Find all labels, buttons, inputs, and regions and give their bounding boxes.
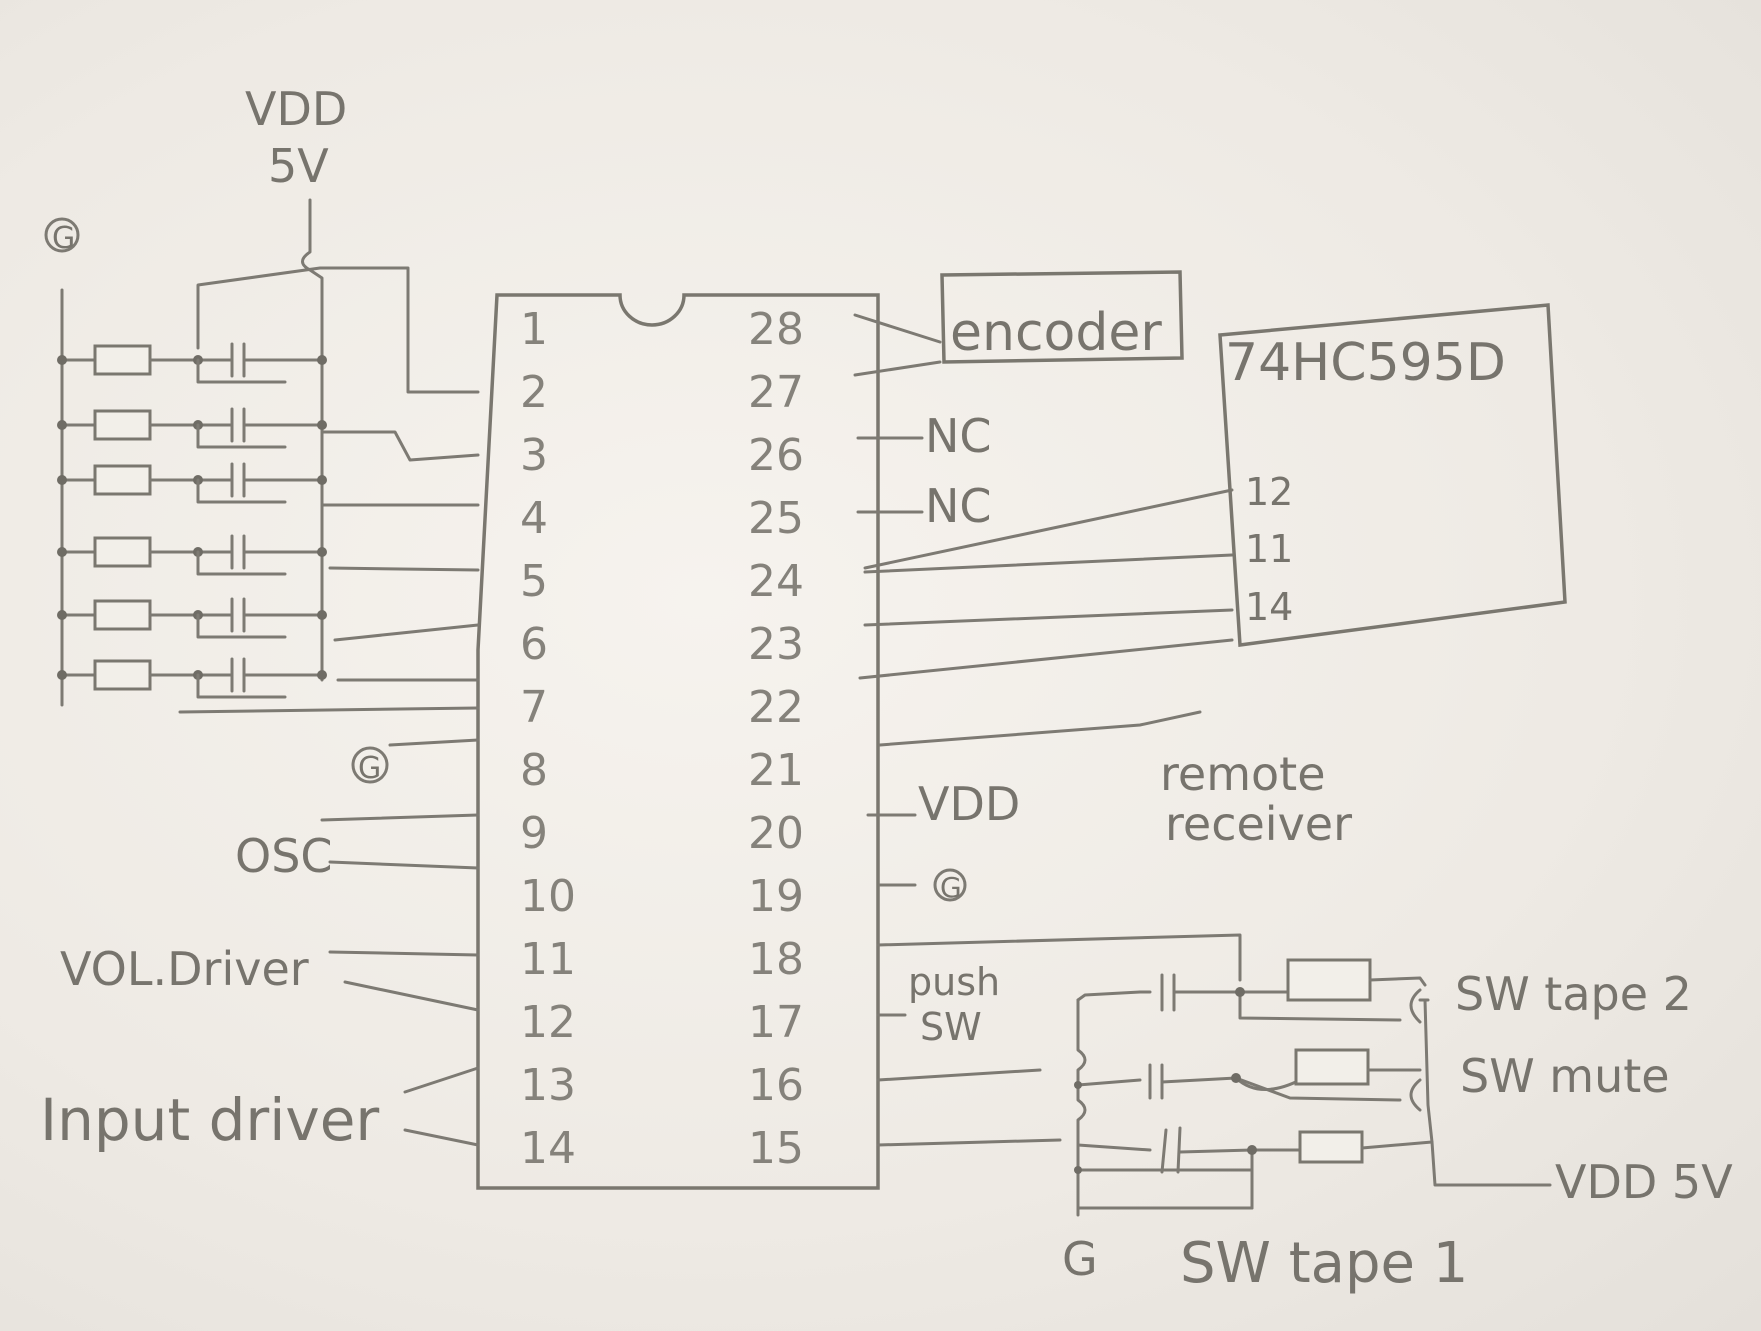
osc-label: OSC	[235, 829, 333, 883]
ic-pin-number: 25	[748, 493, 804, 544]
right-signal-wires	[853, 313, 1242, 1147]
resistor	[93, 659, 152, 691]
ic-pin-number: 24	[748, 556, 804, 607]
5v-top-label: 5V	[268, 139, 329, 193]
ic-pin-number: 15	[748, 1123, 804, 1174]
ic-pin-number: 22	[748, 682, 804, 733]
rc-row	[57, 462, 327, 504]
ic-pin-number: 14	[520, 1123, 576, 1174]
ic-pin-number: 2	[520, 367, 548, 418]
ic-pin-number: 21	[748, 745, 804, 796]
rc-row	[57, 407, 327, 449]
capacitor	[230, 407, 246, 443]
vdd-pin20-label: VDD	[918, 777, 1020, 831]
sw-tape2-label: SW tape 2	[1455, 967, 1692, 1021]
ground-pin8-label: G	[358, 751, 381, 786]
ic-pin-number: 4	[520, 493, 548, 544]
sr-pin12-label: 12	[1245, 470, 1293, 514]
ground-pin19-label: G	[940, 871, 962, 904]
resistor	[93, 464, 152, 496]
ic-pin-number: 9	[520, 808, 548, 859]
rc-row	[57, 597, 327, 639]
ic-pin-number: 19	[748, 871, 804, 922]
sr-pin11-label: 11	[1245, 527, 1293, 571]
capacitor	[230, 657, 246, 693]
capacitor	[230, 534, 246, 570]
ic-pin-number: 18	[748, 934, 804, 985]
nc1-label: NC	[925, 409, 992, 463]
ic-pin-number: 8	[520, 745, 548, 796]
rc-row	[57, 342, 327, 384]
ic-pin-number: 20	[748, 808, 804, 859]
ic-pin-number: 6	[520, 619, 548, 670]
capacitor	[230, 462, 246, 498]
ground-bottom-label: G	[1062, 1232, 1098, 1286]
encoder-label: encoder	[950, 303, 1162, 363]
ic-pin-number: 12	[520, 997, 576, 1048]
switch-network	[1074, 958, 1552, 1217]
sw-mute-label: SW mute	[1460, 1049, 1670, 1103]
resistor	[93, 409, 152, 441]
sw-tape1-label: SW tape 1	[1180, 1231, 1468, 1296]
encoder-box	[940, 270, 1184, 364]
capacitor	[230, 342, 246, 378]
resistor	[93, 344, 152, 376]
shift-register-label: 74HC595D	[1225, 333, 1506, 393]
ic-pin-number: 3	[520, 430, 548, 481]
ic-pin-number: 1	[520, 304, 548, 355]
ic-pin-number: 13	[520, 1060, 576, 1111]
ic-pin-number: 11	[520, 934, 576, 985]
vdd-5v-label: VDD 5V	[1555, 1155, 1733, 1209]
ic-pin-number: 26	[748, 430, 804, 481]
push-sw-label: SW	[920, 1005, 982, 1049]
ground-left-label: G	[52, 221, 75, 256]
ic-right-pin-numbers: 28 27 26 25 24 23 22 21 20 19 18 17 16 15	[748, 304, 804, 1174]
ic-pin-number: 7	[520, 682, 548, 733]
sr-pin14-label: 14	[1245, 585, 1293, 629]
left-rc-network	[57, 198, 480, 714]
rc-row	[57, 657, 327, 699]
ic-pin-number: 5	[520, 556, 548, 607]
resistor	[93, 536, 152, 568]
remote-label: remote	[1160, 747, 1326, 801]
resistor	[93, 599, 152, 631]
vol-driver-label: VOL.Driver	[60, 942, 309, 996]
rc-row	[57, 534, 327, 576]
capacitor	[230, 597, 246, 633]
shift-register-box	[1218, 303, 1567, 647]
ic-pin-number: 27	[748, 367, 804, 418]
text-labels: VDD 5V G G OSC VOL.Driver Input driver e…	[40, 82, 1733, 1296]
nc2-label: NC	[925, 479, 992, 533]
push-label: push	[908, 960, 1000, 1004]
input-driver-label: Input driver	[40, 1086, 379, 1154]
ic-pin-number: 16	[748, 1060, 804, 1111]
vdd-top-label: VDD	[245, 82, 347, 136]
ic-pin-number: 28	[748, 304, 804, 355]
main-ic	[476, 293, 880, 1190]
receiver-label: receiver	[1165, 797, 1352, 851]
ic-pin-number: 10	[520, 871, 576, 922]
left-signal-wires	[320, 738, 480, 1147]
ic-pin-number: 23	[748, 619, 804, 670]
ic-pin-number: 17	[748, 997, 804, 1048]
